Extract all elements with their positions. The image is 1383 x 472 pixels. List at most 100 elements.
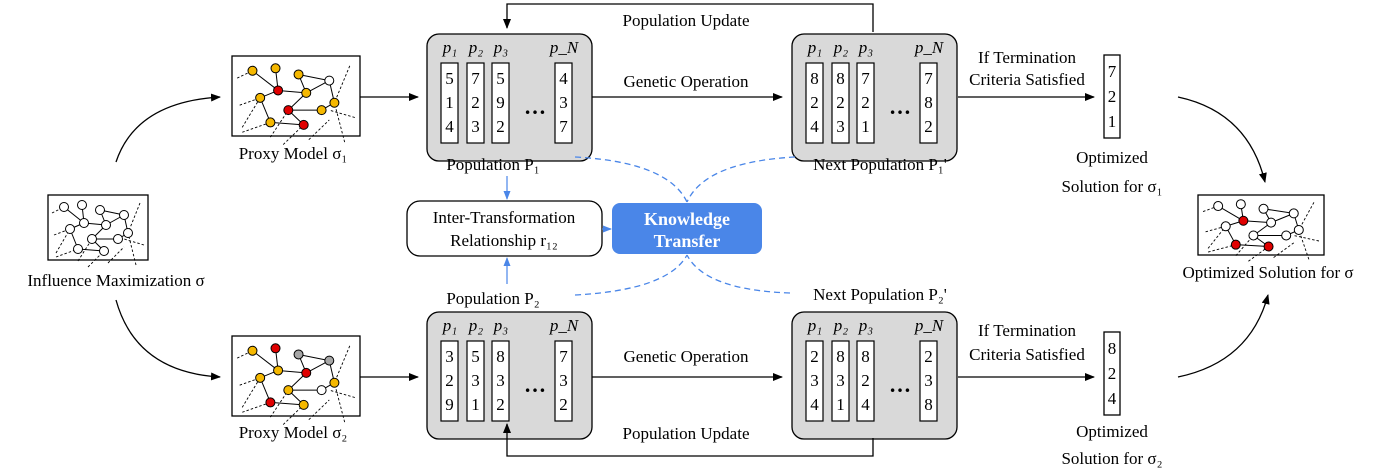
gene-value: 7 [559,117,568,136]
network-node [1263,241,1274,252]
ellipsis: … [889,372,911,397]
network-node [1281,230,1292,241]
network-node [283,105,294,116]
network-node [301,87,312,98]
knowledge-transfer-label-line1: Knowledge [644,209,730,229]
individual-header: p_N [549,38,580,57]
individual-header: p₁ [807,316,822,335]
network-node [247,65,258,76]
gene-value: 8 [810,69,819,88]
termination-label-top-line1: If Termination [978,48,1077,67]
network-edge-dashed [270,109,289,138]
individual-column [440,340,459,422]
network-node [255,92,266,103]
network-node [1266,217,1277,228]
network-edge-dashed [127,202,141,234]
network-node [316,105,327,116]
gene-value: 4 [810,117,819,136]
solution1-vector-box [1103,54,1121,139]
network-node [1248,230,1259,241]
ellipsis: … [524,372,546,397]
network-edge-dashed [1298,202,1315,231]
network-node [298,119,309,130]
network-edge-dashed [107,246,125,264]
network-node [301,367,312,378]
individual-column [856,340,875,422]
network-edge [298,73,330,82]
gene-value: 2 [924,117,933,136]
individual-column [831,340,850,422]
network-edge-dashed [308,399,330,420]
network-node [101,220,111,230]
termination-label-bottom-line2: Criteria Satisfied [969,345,1085,364]
gene-value: 2 [559,395,568,414]
network-node [298,399,309,410]
network-node [79,218,89,228]
dashed-link-pop1 [574,156,688,203]
termination-label-top-line2: Criteria Satisfied [969,70,1085,89]
gene-value: 1 [861,117,870,136]
network-node [273,365,284,376]
network-node [95,205,105,215]
gene-value: 1 [836,395,845,414]
gene-value: 2 [810,93,819,112]
individual-header: p₃ [858,316,874,335]
network-node [59,202,69,212]
network-node [316,385,327,396]
solution1-value-0: 7 [1108,62,1117,81]
network-node [1235,199,1246,210]
gene-value: 2 [924,347,933,366]
proxy2-network-image [231,335,361,425]
final-label: Optimized Solution for σ [1182,263,1353,282]
individual-column [491,62,510,144]
gene-value: 7 [471,69,480,88]
gene-value: 2 [861,371,870,390]
network-node [113,234,123,244]
network-node [283,385,294,396]
network-node [247,345,258,356]
network-node [77,200,87,210]
network-node [255,372,266,383]
network-edge [270,401,304,406]
arrow-solution1-to-final [1177,96,1267,183]
network-node [1238,215,1249,226]
gene-value: 9 [496,93,505,112]
individual-header: p₂ [833,38,849,57]
network-node [1288,208,1299,219]
ellipsis: … [524,94,546,119]
gene-value: 8 [836,69,845,88]
ellipsis: … [889,94,911,119]
network-node [1213,201,1224,212]
network-node [270,63,281,74]
gene-value: 3 [924,371,933,390]
individual-header: p₃ [858,38,874,57]
network-node [293,69,304,80]
proxy2-label: Proxy Model σ₂ [239,423,348,442]
network-node [324,75,335,86]
individual-column [919,340,938,422]
individual-header: p_N [549,316,580,335]
individual-header: p_N [914,38,945,57]
gene-value: 1 [471,395,480,414]
network-node [99,246,109,256]
network-edge-dashed [1298,229,1310,260]
gene-value: 3 [810,371,819,390]
network-edge-dashed [241,377,261,408]
network-node [329,97,340,108]
network-edge-dashed [270,389,289,418]
network-edge-dashed [123,238,145,246]
individual-column [440,62,459,144]
network-edge-dashed [1205,225,1226,233]
individual-column [831,62,850,144]
network-edge [1235,244,1269,248]
gene-value: 2 [471,93,480,112]
gene-value: 7 [559,347,568,366]
solution2-value-2: 4 [1108,389,1117,408]
individual-header: p₃ [493,316,509,335]
network-node [1293,224,1304,235]
arrow-solution2-to-final [1177,294,1270,378]
individual-column [554,340,573,422]
dashed-link-next1 [686,156,796,203]
gene-value: 5 [445,69,454,88]
